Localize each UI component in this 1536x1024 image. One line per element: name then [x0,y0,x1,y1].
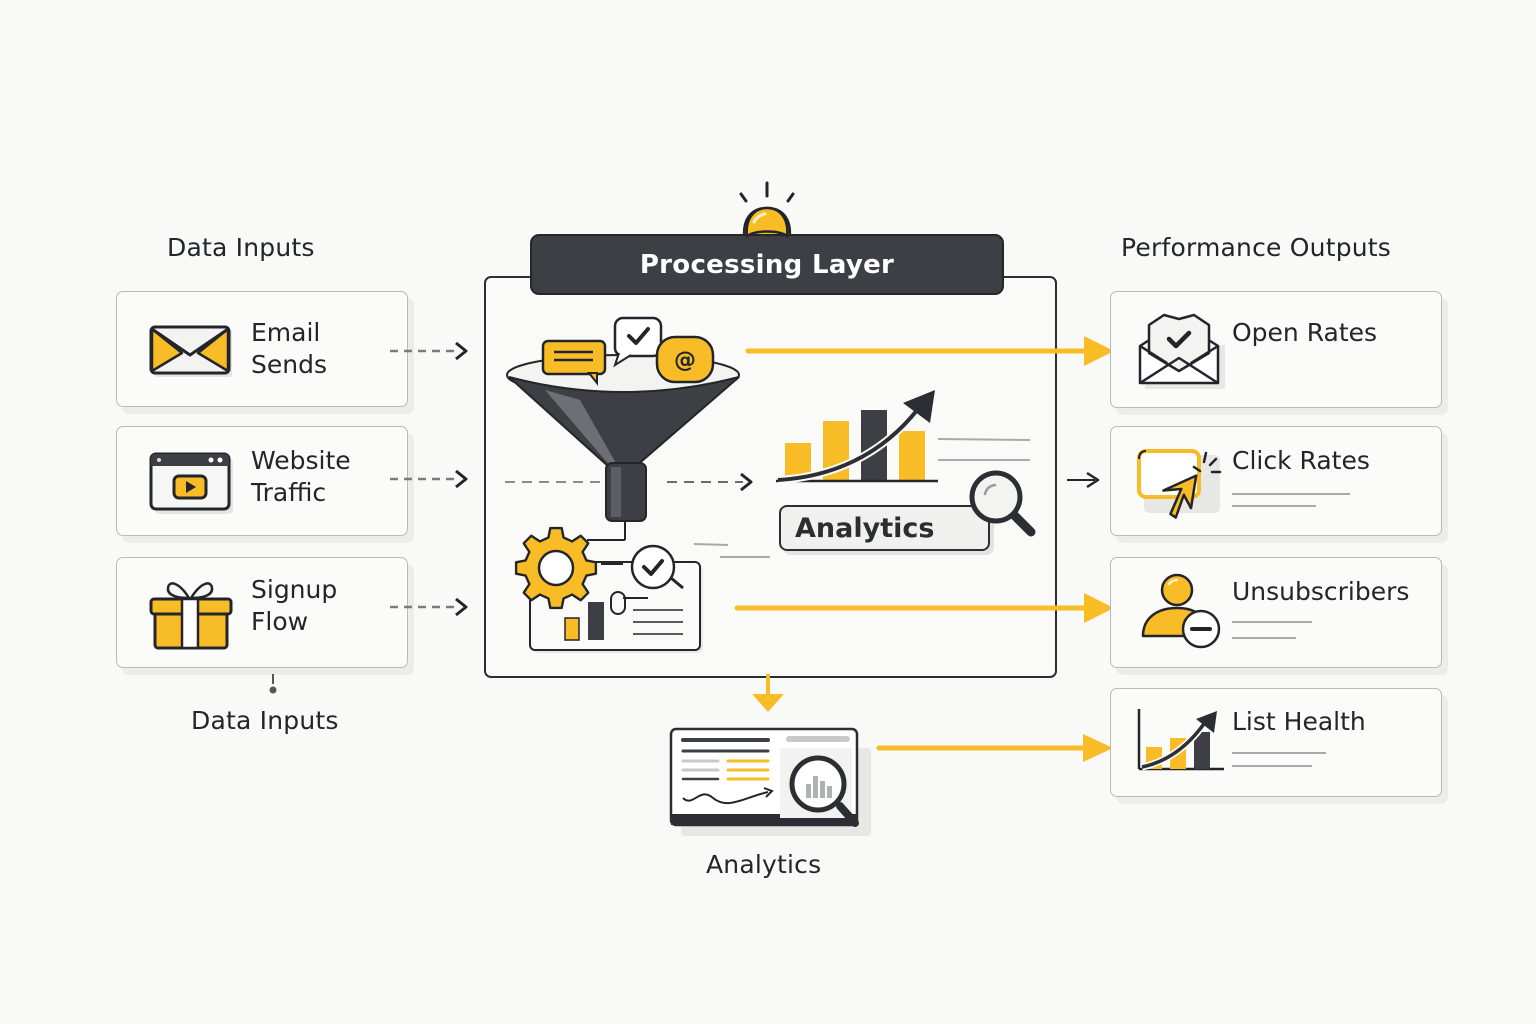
funnel-flow-arrow [505,472,753,492]
dashed-arrow-email [390,341,468,361]
yellow-arrow-open-rates [745,336,1114,366]
output-label: Click Rates [1232,446,1370,475]
envelope-icon [149,325,232,377]
gear-icon [514,526,598,610]
funnel-icon: @ [506,316,740,522]
growth-chart-icon [1137,709,1224,771]
chat-bubbles-icon: @ [541,316,715,386]
outputs-heading: Performance Outputs [1121,233,1392,262]
input-label: Email Sends [251,317,327,381]
motion-lines [693,543,770,558]
input-card-website-traffic[interactable]: Website Traffic [116,426,408,536]
input-label-line2: Sends [251,350,327,379]
output-connectors [734,336,1114,623]
gear-report-icon [514,520,703,653]
output-label: Open Rates [1232,318,1378,347]
input-label-line1: Email [251,318,321,347]
output-label: Unsubscribers [1232,577,1410,606]
cursor-click-icon [1137,449,1222,519]
input-label: Website Traffic [251,445,351,509]
inputs-heading: Data Inputs [167,233,315,262]
output-label: List Health [1232,707,1366,736]
envelope-check-icon [1138,313,1225,389]
dashboard-magnifier-icon [669,727,871,836]
inputs-footer-connector [269,674,277,694]
processing-analytics-text: Analytics [795,512,935,544]
output-card-click-rates[interactable]: Click Rates [1110,426,1442,536]
input-label-line1: Website [251,446,351,475]
output-card-unsubscribers[interactable]: Unsubscribers [1110,557,1442,668]
input-card-signup-flow[interactable]: Signup Flow [116,557,408,668]
check-magnifier-icon [630,544,684,590]
dashed-arrow-signup [390,597,468,617]
processing-layer-header: Processing Layer [530,234,1004,295]
output-card-open-rates[interactable]: Open Rates [1110,291,1442,408]
arrow-click-rates [1067,471,1100,489]
input-label-line1: Signup [251,575,338,604]
input-connectors [390,341,468,617]
placeholder-lines [1232,752,1326,767]
input-card-email-sends[interactable]: Email Sends [116,291,408,407]
yellow-arrow-down [752,674,784,712]
user-minus-icon [1141,573,1221,649]
placeholder-lines [1232,493,1350,507]
yellow-arrow-list-health [876,734,1113,762]
gift-icon [149,582,233,650]
browser-play-icon [149,452,233,514]
placeholder-lines [1232,621,1312,639]
lightbulb-overlay [745,206,789,239]
inputs-footer-label: Data Inputs [191,706,339,735]
bar-chart-trend-icon [776,390,1031,484]
analytics-label: Analytics [706,850,822,879]
svg-text:@: @ [674,348,696,373]
yellow-arrow-unsubscribers [734,593,1114,623]
processing-layer-title: Processing Layer [639,249,895,280]
output-card-list-health[interactable]: List Health [1110,688,1442,797]
input-label-line2: Traffic [251,478,327,507]
magnifier-icon [969,470,1036,537]
processing-analytics-label: Analytics [779,505,990,551]
input-label-line2: Flow [251,607,309,636]
dashed-arrow-website [390,469,468,489]
input-label: Signup Flow [251,574,337,638]
